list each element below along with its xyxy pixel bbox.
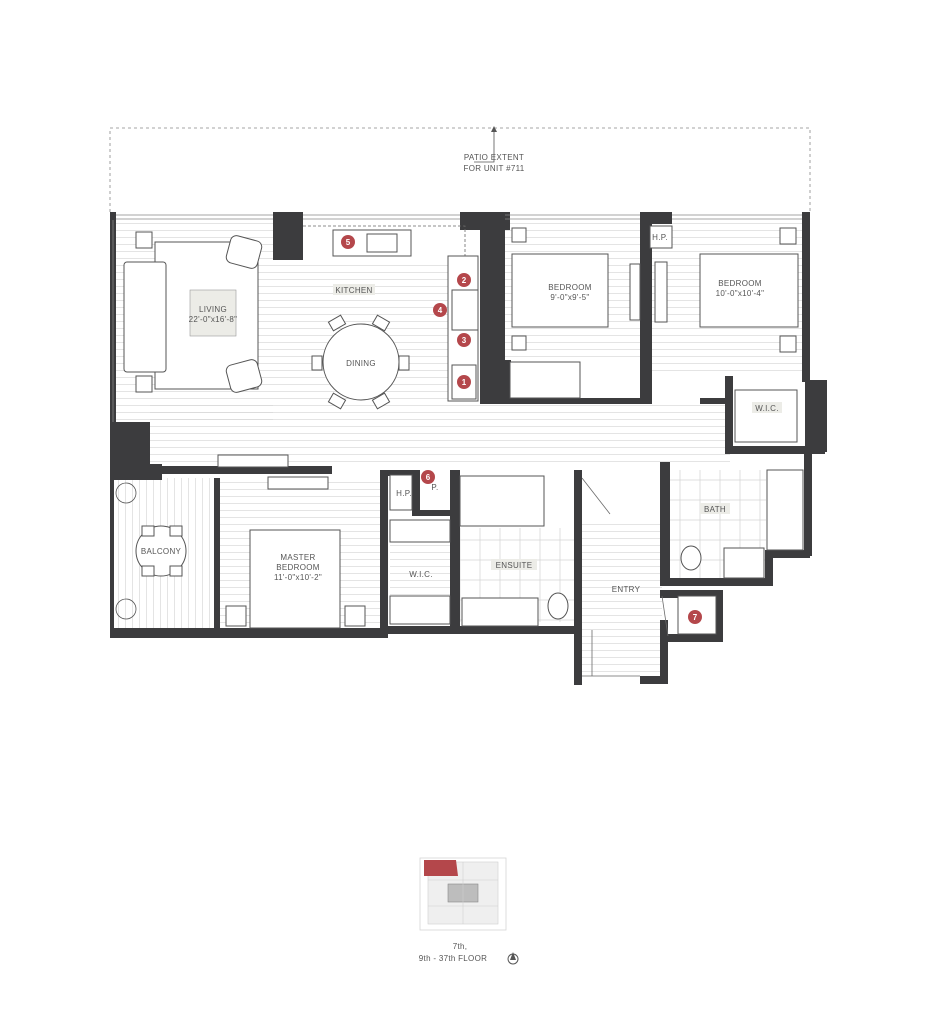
hp-master-name: H.P. (396, 489, 412, 498)
svg-text:5: 5 (346, 238, 351, 247)
svg-text:4: 4 (438, 306, 443, 315)
arrow-up-icon (491, 126, 497, 132)
marker-7: 7 (688, 610, 702, 624)
balcony-furniture (115, 482, 187, 620)
bedroom2-name: BEDROOM (718, 279, 761, 288)
bedroom-furniture (509, 225, 799, 443)
dining-name: DINING (346, 359, 376, 368)
master-name2: BEDROOM (276, 563, 319, 572)
svg-text:1: 1 (462, 378, 467, 387)
patio-note-line2: FOR UNIT #711 (464, 164, 525, 173)
bath-name: BATH (704, 505, 726, 514)
bedroom2-dims: 10'-0"x10'-4" (716, 289, 765, 298)
marker-3: 3 (457, 333, 471, 347)
wic-right-name: W.I.C. (755, 404, 779, 413)
marker-2: 2 (457, 273, 471, 287)
keyplan-unit-highlight (424, 860, 458, 876)
compass-north-icon (507, 952, 519, 965)
patio-extent-outline (109, 126, 811, 212)
master-furniture (217, 454, 451, 629)
floor-caption: 7th, 9th - 37th FLOOR (400, 941, 520, 965)
marker-6: 6 (421, 470, 435, 484)
living-dims: 22'-0"x16'-8" (189, 315, 238, 324)
key-plan (419, 857, 507, 931)
svg-text:6: 6 (426, 473, 431, 482)
doors (581, 477, 669, 677)
svg-text:3: 3 (462, 336, 467, 345)
master-dims: 11'-0"x10'-2" (274, 573, 322, 582)
bedroom1-name: BEDROOM (548, 283, 591, 292)
master-name: MASTER (280, 553, 315, 562)
room-labels: LIVING 22'-0"x16'-8" KITCHEN DINING BEDR… (141, 153, 782, 594)
patio-note-line1: PATIO EXTENT (464, 153, 524, 162)
living-furniture (123, 231, 263, 393)
bedroom1-dims: 9'-0"x9'-5" (550, 293, 589, 302)
wic-master-name: W.I.C. (409, 570, 433, 579)
pantry-name: P. (431, 483, 438, 492)
marker-5: 5 (341, 235, 355, 249)
floor-caption-line2: 9th - 37th FLOOR (418, 954, 488, 963)
kitchen-furniture (303, 225, 479, 410)
ensuite-name: ENSUITE (496, 561, 533, 570)
svg-text:7: 7 (693, 613, 698, 622)
walls (110, 212, 827, 685)
svg-text:2: 2 (462, 276, 467, 285)
ensuite-fixtures (459, 475, 569, 627)
bath-fixtures (677, 469, 804, 635)
marker-4: 4 (433, 303, 447, 317)
windows (112, 214, 802, 422)
balcony-name: BALCONY (141, 547, 182, 556)
kitchen-name: KITCHEN (335, 286, 372, 295)
entry-name: ENTRY (612, 585, 641, 594)
living-name: LIVING (199, 305, 227, 314)
floor-caption-line1: 7th, (452, 942, 468, 951)
marker-1: 1 (457, 375, 471, 389)
hp-top-name: H.P. (652, 233, 668, 242)
feature-markers: 1 2 3 4 5 6 7 (341, 235, 702, 624)
